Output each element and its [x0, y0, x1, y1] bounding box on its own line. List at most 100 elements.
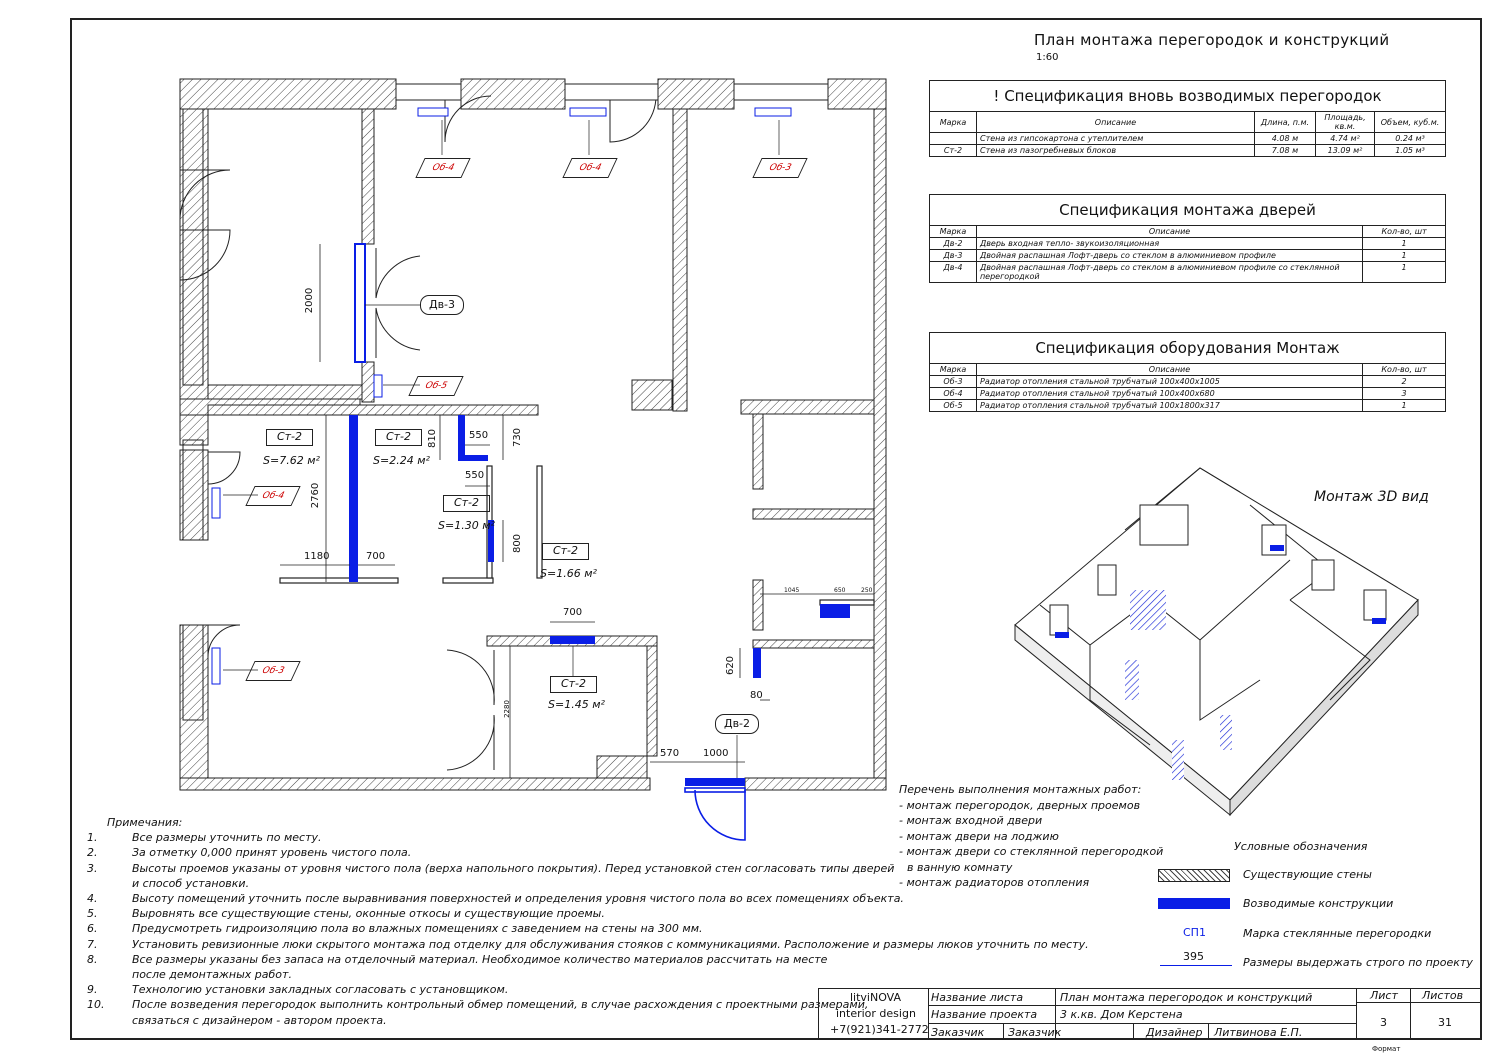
sheet-name-label: Название листа — [931, 991, 1024, 1004]
table-row: Ст-2 Стена из пазогребневых блоков 7.08 … — [929, 144, 1446, 157]
doors — [179, 95, 746, 841]
list-item: после демонтажных работ. — [132, 968, 292, 982]
list-item: 2.За отметку 0,000 принят уровень чистог… — [87, 846, 412, 860]
company-phone: +7(921)341-2772 — [830, 1023, 929, 1036]
dim-text: 550 — [465, 470, 485, 481]
legend-existing-label: Существующие стены — [1243, 868, 1372, 881]
equipment-mark-ob3: Об-3 — [752, 158, 808, 178]
marker-lines — [223, 120, 780, 778]
list-item: в ванную комнату — [907, 860, 1013, 874]
list-item: 10.После возведения перегородок выполнит… — [87, 998, 869, 1012]
sheet-no-label: Лист — [1370, 989, 1398, 1002]
company-subtitle: interior design — [836, 1007, 916, 1020]
windows — [182, 83, 829, 721]
axonometric-3d-view — [1014, 467, 1419, 817]
list-item: - монтаж входной двери — [899, 814, 1043, 827]
works-title: Перечень выполнения монтажных работ: — [899, 783, 1142, 796]
dim-text: 250 — [861, 587, 873, 594]
door-mark-dv3: Дв-3 — [420, 295, 464, 315]
doors-spec-table: Спецификация монтажа дверей Марка Описан… — [929, 194, 1446, 283]
dim-text: 620 — [725, 655, 737, 676]
list-item: и способ установки. — [132, 876, 250, 890]
sheet-title: План монтажа перегородок и конструкций — [1034, 31, 1390, 49]
legend-glass-mark: СП1 — [1183, 926, 1206, 939]
table-row: Дв-4 Двойная распашная Лофт-дверь со сте… — [929, 261, 1446, 283]
view3d-title: Монтаж 3D вид — [1314, 489, 1429, 505]
legend-dim-value: 395 — [1183, 950, 1204, 963]
equipment-mark-ob4: Об-4 — [562, 158, 618, 178]
wall-mark-st2: Ст-2 — [266, 429, 313, 446]
equipment-mark-ob4: Об-4 — [245, 486, 301, 506]
legend-glass-label: Марка стеклянные перегородки — [1243, 927, 1432, 940]
notes-block: Примечания: 1.Все размеры уточнить по ме… — [87, 815, 1089, 1028]
list-item: 1.Все размеры уточнить по месту. — [87, 831, 322, 845]
designer-value: Литвинова Е.П. — [1214, 1026, 1303, 1039]
dim-text: 570 — [660, 748, 680, 759]
cell: 1.05 м³ — [1374, 144, 1446, 157]
list-item: 5.Выровнять все существующие стены, окон… — [87, 907, 605, 921]
area-label: S=1.66 м² — [540, 567, 597, 580]
sheets-total-label: Листов — [1422, 989, 1464, 1002]
wall-mark-st2: Ст-2 — [550, 676, 597, 693]
equipment-mark-ob4: Об-4 — [415, 158, 471, 178]
dim-text: 1000 — [703, 748, 729, 759]
project-label: Название проекта — [931, 1008, 1038, 1021]
list-item: - монтаж двери со стеклянной перегородко… — [899, 845, 1164, 858]
equipment-mark-ob3: Об-3 — [245, 661, 301, 681]
equipment-spec-table: Спецификация оборудования Монтаж Марка О… — [929, 332, 1446, 412]
area-label: S=7.62 м² — [263, 454, 320, 467]
project-value: 3 к.кв. Дом Керстена — [1060, 1008, 1183, 1021]
wall-mark-st2: Ст-2 — [375, 429, 422, 446]
sheets-total-value: 31 — [1438, 1016, 1452, 1029]
radiators — [211, 107, 792, 685]
client-label: Заказчик — [931, 1026, 985, 1039]
area-label: S=1.45 м² — [548, 698, 605, 711]
list-item: - монтаж двери на лоджию — [899, 829, 1059, 843]
legend-new-swatch — [1158, 898, 1230, 909]
list-item: 9.Технологию установки закладных согласо… — [87, 983, 509, 997]
sheet-name-value: План монтажа перегородок и конструкций — [1060, 991, 1313, 1004]
dim-text: 550 — [469, 430, 489, 441]
table-row: Об-3 Радиатор отопления стальной трубчат… — [929, 375, 1446, 388]
cell: 7.08 м — [1254, 144, 1316, 157]
dim-text: 1045 — [784, 587, 800, 594]
dim-text: 2280 — [502, 700, 511, 718]
list-item: связаться с дизайнером - автором проекта… — [132, 1013, 387, 1027]
list-item: 4.Высоту помещений уточнить после выравн… — [87, 892, 904, 906]
dim-text: 2760 — [310, 482, 322, 509]
notes-title: Примечания: — [107, 816, 183, 829]
legend-new-label: Возводимые конструкции — [1243, 897, 1394, 910]
format-label: Формат — [1372, 1045, 1401, 1053]
new-constructions — [349, 243, 850, 786]
dim-text: 810 — [427, 428, 439, 449]
area-label: S=2.24 м² — [373, 454, 430, 467]
legend-existing-swatch — [1158, 869, 1230, 882]
dim-text: 800 — [512, 533, 524, 554]
table-row: Об-4 Радиатор отопления стальной трубчат… — [929, 387, 1446, 400]
cell: 1 — [1362, 399, 1446, 412]
works-list: Перечень выполнения монтажных работ: - м… — [899, 782, 1163, 891]
area-label: S=1.30 м² — [438, 519, 495, 532]
company-name: litviNOVA — [850, 991, 902, 1004]
list-item: 8.Все размеры указаны без запаса на отде… — [87, 952, 828, 966]
legend-dim-label: Размеры выдержать строго по проекту — [1243, 956, 1473, 969]
dim-text: 2000 — [304, 287, 316, 314]
equipment-mark-ob5: Об-5 — [408, 376, 464, 396]
dim-text: 700 — [563, 607, 583, 618]
dim-text: 700 — [366, 551, 386, 562]
wall-mark-st2: Ст-2 — [542, 543, 589, 560]
designer-label: Дизайнер — [1146, 1026, 1203, 1039]
list-item: 7.Установить ревизионные люки скрытого м… — [87, 937, 1089, 951]
thin-walls — [279, 465, 875, 606]
dim-text: 1180 — [304, 551, 330, 562]
dimension-lines — [280, 244, 874, 778]
list-item: - монтаж радиаторов отопления — [899, 876, 1090, 889]
table-row: Об-5 Радиатор отопления стальной трубчат… — [929, 399, 1446, 412]
cell: 1 — [1362, 261, 1446, 283]
table-row: Дв-2 Дверь входная тепло- звукоизоляцион… — [929, 237, 1446, 250]
legend-dim-line — [1160, 965, 1232, 966]
cell: Двойная распашная Лофт-дверь со стеклом … — [975, 261, 1364, 283]
dim-text: 80 — [750, 690, 763, 701]
equipment-spec-caption: Спецификация оборудования Монтаж — [929, 332, 1446, 364]
